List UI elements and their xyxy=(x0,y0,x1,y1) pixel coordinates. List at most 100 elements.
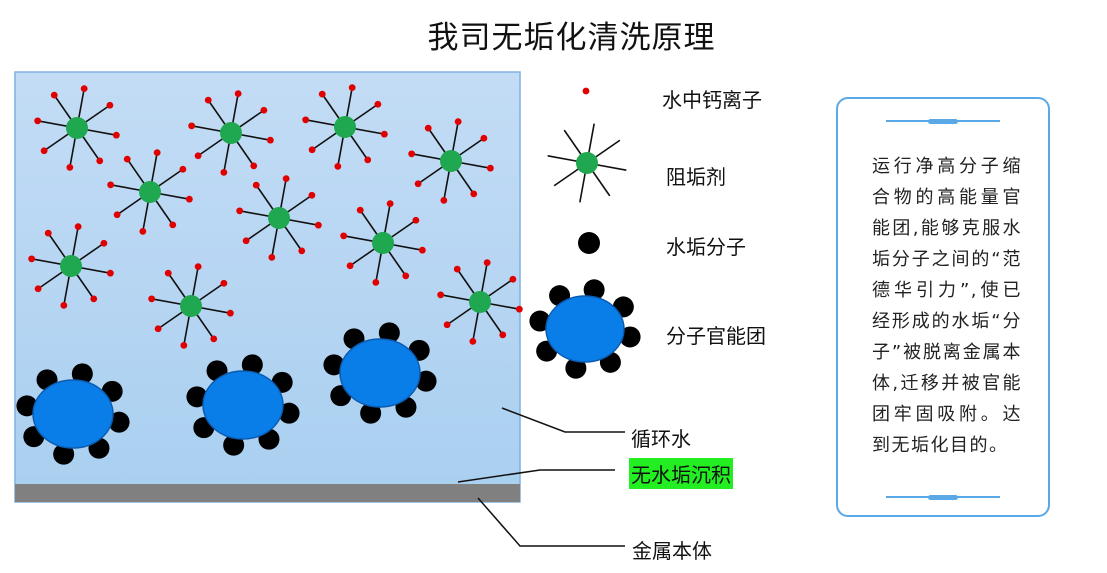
antiscalant-core xyxy=(180,295,202,317)
calcium-ion xyxy=(356,206,364,214)
scale-molecule xyxy=(186,386,208,408)
calcium-ion xyxy=(123,155,131,163)
callout-lines xyxy=(457,407,625,547)
calcium-ion xyxy=(454,118,462,126)
metal-body-layer xyxy=(15,484,520,502)
calcium-ion xyxy=(418,246,426,254)
calcium-ion xyxy=(106,101,114,109)
scale-molecule xyxy=(241,354,263,376)
calcium-ion xyxy=(443,321,451,329)
antiscalant-core xyxy=(440,150,462,172)
antiscalant-molecule xyxy=(302,84,388,170)
no-scale-deposit-line xyxy=(457,469,615,483)
explanation-card: 运行净高分子缩合物的高能量官能团,能够克服水垢分子之间的“范德华引力”,使已经形… xyxy=(836,97,1050,517)
calcium-ion xyxy=(153,149,161,157)
calcium-ion xyxy=(96,157,104,165)
calcium-ion xyxy=(236,207,244,215)
calcium-ion xyxy=(348,84,356,92)
calcium-ion xyxy=(282,175,290,183)
label-metal-body: 金属本体 xyxy=(632,539,712,563)
scale-molecule xyxy=(529,310,551,332)
calcium-ion xyxy=(220,168,228,176)
calcium-ion xyxy=(60,301,68,309)
calcium-ion xyxy=(480,134,488,142)
calcium-ion xyxy=(185,195,193,203)
calcium-ion xyxy=(440,196,448,204)
legend-antiscalant-icon xyxy=(547,123,627,203)
calcium-ion xyxy=(34,117,42,125)
calcium-ion xyxy=(220,279,228,287)
functional-group-clusters xyxy=(16,322,437,465)
calcium-ion xyxy=(414,180,422,188)
calcium-ion xyxy=(210,335,218,343)
calcium-ion xyxy=(113,211,121,219)
metal-body-line xyxy=(477,497,625,547)
antiscalant-molecule xyxy=(437,259,523,345)
antiscalant-core xyxy=(66,117,88,139)
legend-calcium-ion-icon xyxy=(582,87,590,95)
legend-label-antiscalant: 阻垢剂 xyxy=(666,165,726,189)
functional-group-cluster xyxy=(16,363,130,465)
calcium-ion xyxy=(106,269,114,277)
scale-molecule xyxy=(53,443,75,465)
scale-molecule xyxy=(583,279,605,301)
calcium-ion xyxy=(34,285,42,293)
calcium-ion xyxy=(179,165,187,173)
calcium-ion xyxy=(386,200,394,208)
antiscalant-molecule xyxy=(408,118,494,204)
antiscalant-core xyxy=(60,255,82,277)
antiscalant-core xyxy=(576,152,598,174)
calcium-ion xyxy=(340,232,348,240)
calcium-ion xyxy=(346,262,354,270)
antiscalant-molecule xyxy=(188,90,274,176)
calcium-ion xyxy=(364,156,372,164)
calcium-ion xyxy=(408,150,416,158)
functional-group-cluster xyxy=(323,322,437,424)
calcium-ion xyxy=(148,295,156,303)
label-no-scale-deposit: 无水垢沉积 xyxy=(629,458,733,489)
calcium-ion xyxy=(242,237,250,245)
calcium-ion xyxy=(470,190,478,198)
calcium-ion xyxy=(372,278,380,286)
scale-molecule xyxy=(16,395,38,417)
scale-molecule xyxy=(108,411,130,433)
calcium-ion xyxy=(308,146,316,154)
calcium-ion xyxy=(374,100,382,108)
calcium-ion xyxy=(453,265,461,273)
legend-label-calcium-ion: 水中钙离子 xyxy=(662,88,762,112)
calcium-ion xyxy=(424,124,432,132)
calcium-ion xyxy=(180,341,188,349)
antiscalant-molecule xyxy=(148,263,234,349)
scale-molecule xyxy=(71,363,93,385)
circulating-water-line xyxy=(501,407,625,433)
antiscalant-core xyxy=(268,207,290,229)
calcium-ion xyxy=(80,85,88,93)
calcium-ion xyxy=(437,291,445,299)
calcium-ion xyxy=(252,181,260,189)
antiscalant-molecule xyxy=(340,200,426,286)
legend-label-scale-molecule: 水垢分子 xyxy=(666,235,746,259)
scale-molecule xyxy=(278,402,300,424)
card-bottom-knob xyxy=(928,494,958,500)
functional-group-core xyxy=(202,370,284,440)
calcium-ion xyxy=(107,181,115,189)
calcium-ion xyxy=(44,229,52,237)
legend-functional-group-icon xyxy=(529,279,641,379)
scale-molecule xyxy=(378,322,400,344)
calcium-ion xyxy=(469,337,477,345)
antiscalant-molecule xyxy=(34,85,120,171)
scale-molecule xyxy=(360,402,382,424)
calcium-ion xyxy=(314,221,322,229)
antiscalant-molecule xyxy=(236,175,322,261)
functional-group-core xyxy=(339,338,421,408)
label-circulating-water: 循环水 xyxy=(631,427,691,451)
calcium-ion xyxy=(194,152,202,160)
calcium-ion xyxy=(90,295,98,303)
explanation-text: 运行净高分子缩合物的高能量官能团,能够克服水垢分子之间的“范德华引力”,使已经形… xyxy=(872,156,1022,456)
antiscalant-core xyxy=(139,181,161,203)
legend-icons xyxy=(529,87,641,379)
calcium-ion xyxy=(50,91,58,99)
functional-group-core xyxy=(545,295,625,363)
antiscalant-core xyxy=(334,116,356,138)
